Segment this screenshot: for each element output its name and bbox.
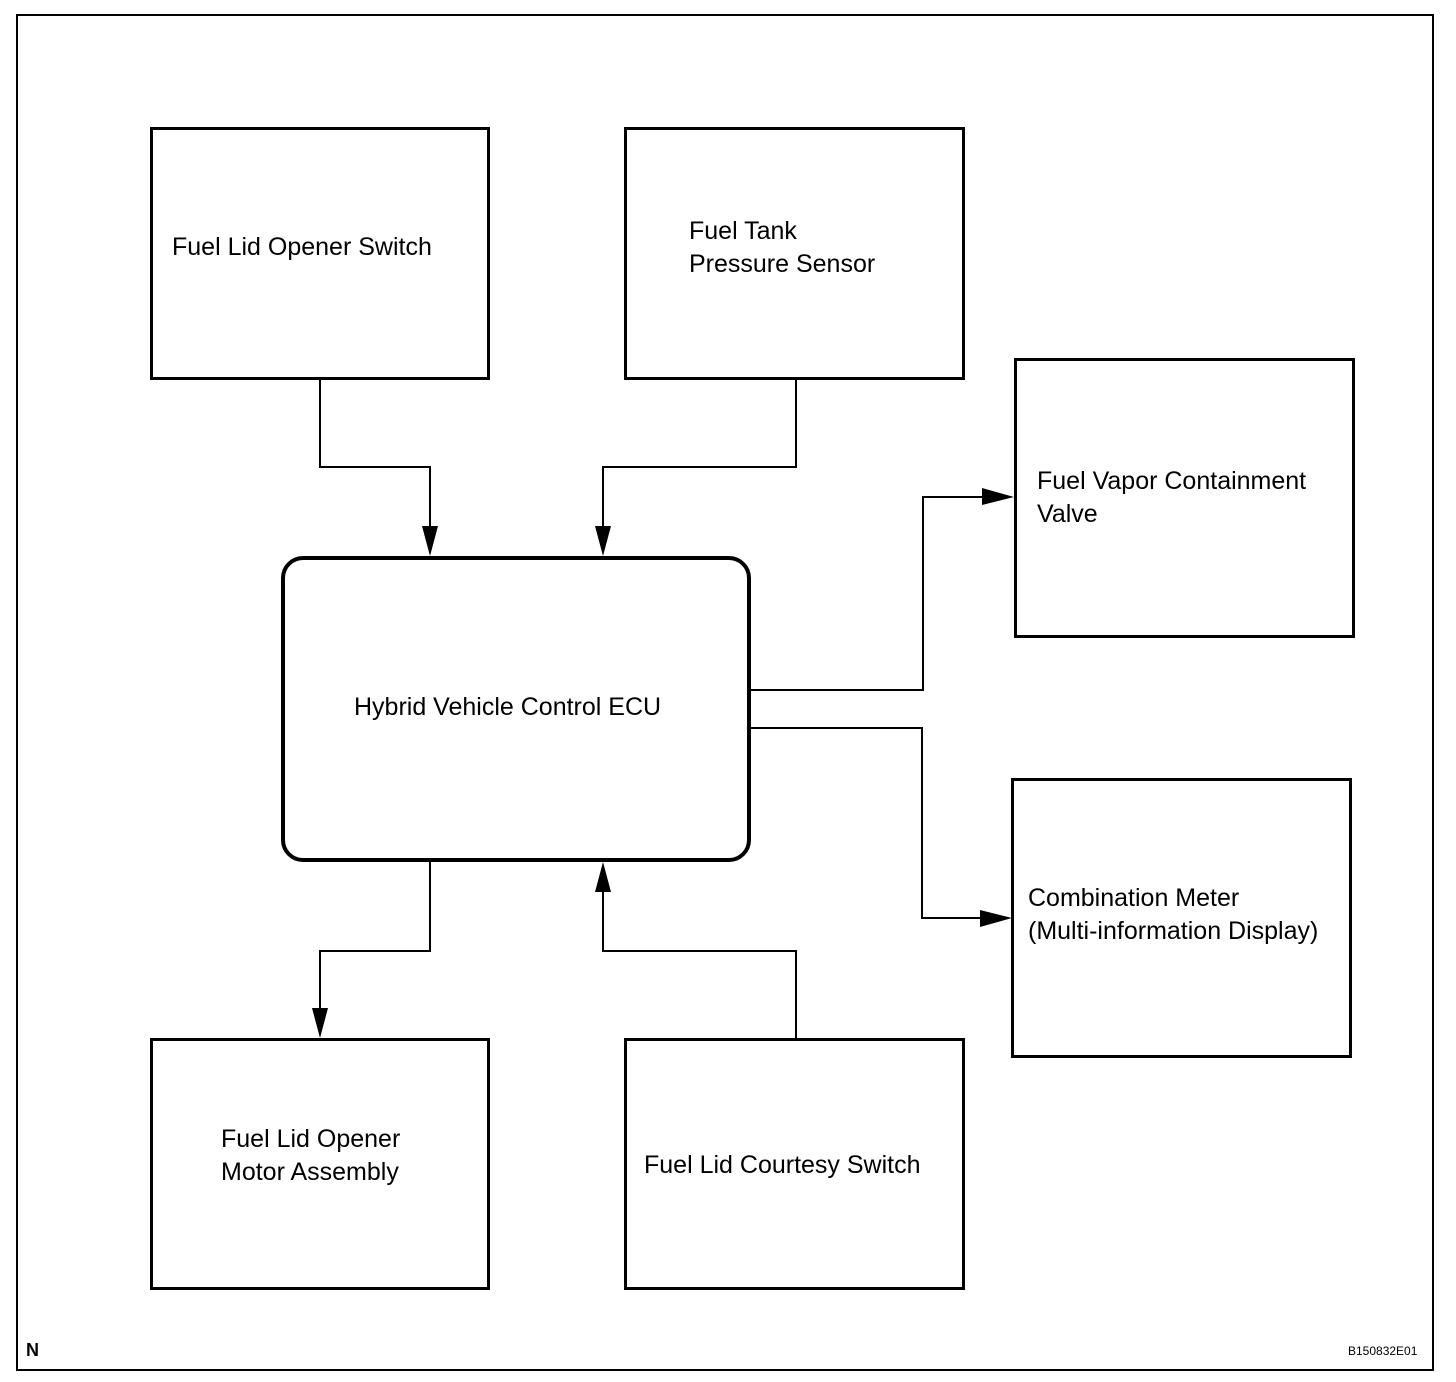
arrowhead <box>982 488 1014 505</box>
edge-pressure-sensor-to-ecu <box>602 380 797 528</box>
arrowhead <box>980 910 1012 927</box>
combination-meter-label-line2: (Multi-information Display) <box>1028 917 1319 945</box>
fuel-tank-pressure-sensor-box <box>624 127 965 380</box>
arrowhead <box>312 1008 328 1038</box>
diagram-frame <box>16 14 1434 1371</box>
figure-code: B150832E01 <box>1348 1344 1418 1358</box>
fuel-lid-courtesy-switch-label: Fuel Lid Courtesy Switch <box>644 1151 921 1179</box>
edge-ecu-to-vapor-valve <box>750 496 985 691</box>
fuel-lid-opener-motor-box <box>150 1038 490 1290</box>
edge-opener-switch-to-ecu <box>319 380 431 528</box>
fuel-vapor-containment-valve-label-line1: Fuel Vapor Containment <box>1037 467 1307 495</box>
fuel-vapor-containment-valve-label-line2: Valve <box>1037 500 1098 528</box>
arrowhead <box>595 862 611 892</box>
combination-meter-label-line1: Combination Meter <box>1028 884 1240 912</box>
fuel-tank-pressure-sensor-label-line2: Pressure Sensor <box>689 250 876 278</box>
hybrid-vehicle-control-ecu-box <box>281 556 751 862</box>
fuel-vapor-containment-valve-box <box>1014 358 1355 638</box>
hybrid-vehicle-control-ecu-label: Hybrid Vehicle Control ECU <box>354 693 662 721</box>
arrowhead <box>595 526 611 556</box>
fuel-tank-pressure-sensor-label-line1: Fuel Tank <box>689 217 797 245</box>
edge-ecu-to-combination-meter <box>750 727 982 919</box>
fuel-lid-opener-motor-label-line2: Motor Assembly <box>221 1158 399 1186</box>
edge-ecu-to-opener-motor <box>319 860 431 1010</box>
arrowhead <box>422 526 438 556</box>
edge-courtesy-switch-to-ecu <box>602 890 797 1038</box>
corner-mark: N <box>26 1340 39 1360</box>
fuel-lid-courtesy-switch-box <box>624 1038 965 1290</box>
fuel-lid-opener-motor-label-line1: Fuel Lid Opener <box>221 1125 401 1153</box>
combination-meter-box <box>1011 778 1352 1058</box>
fuel-lid-opener-switch-label: Fuel Lid Opener Switch <box>172 233 432 261</box>
fuel-lid-opener-switch-box <box>150 127 490 380</box>
